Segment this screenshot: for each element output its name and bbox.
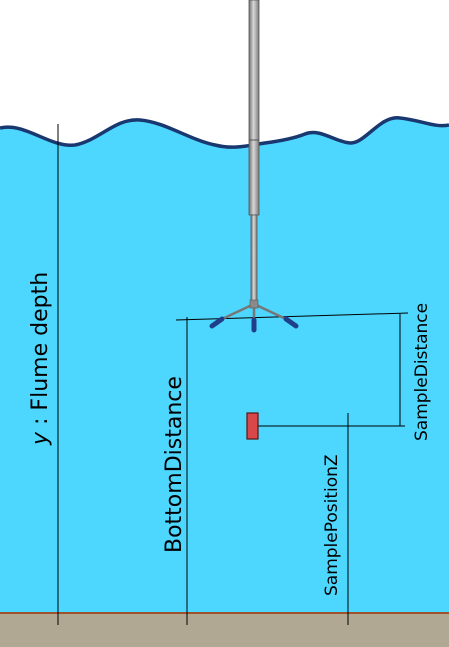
adv-probe-icon bbox=[209, 0, 299, 333]
water-body bbox=[0, 117, 449, 613]
sample-distance-label: SampleDistance bbox=[412, 303, 432, 441]
flume-depth-rest: : Flume depth bbox=[28, 272, 53, 432]
sample-position-z-label: SamplePositionZ bbox=[322, 454, 342, 596]
flume-bed bbox=[0, 613, 449, 647]
flume-depth-label: y : Flume depth bbox=[28, 272, 53, 446]
probe-head bbox=[249, 299, 259, 309]
bottom-distance-label: BottomDistance bbox=[162, 376, 187, 553]
flume-depth-var: y bbox=[28, 431, 53, 446]
probe-tip-right bbox=[283, 316, 299, 329]
probe-level-line bbox=[175, 312, 409, 321]
probe-stem bbox=[248, 0, 260, 216]
probe-stem-lower bbox=[250, 214, 258, 306]
probe-arm-left bbox=[219, 302, 255, 322]
sample-volume-icon bbox=[246, 412, 259, 440]
probe-tip-left bbox=[209, 316, 225, 329]
probe-arm-right bbox=[253, 302, 289, 322]
